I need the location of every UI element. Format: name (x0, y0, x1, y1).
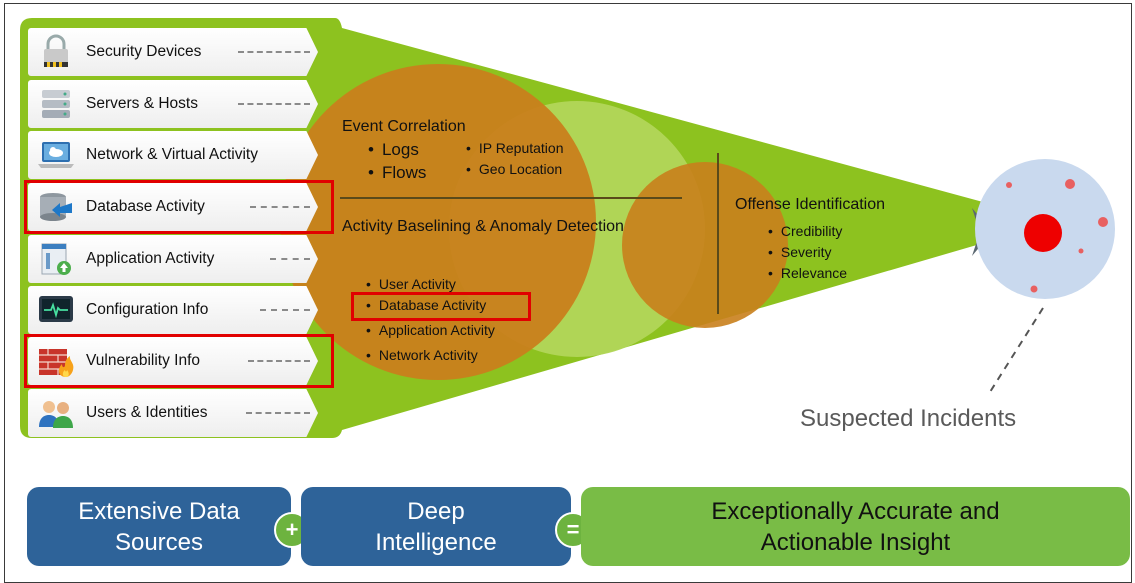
lock-icon (36, 34, 76, 70)
source-row: Servers & Hosts (28, 80, 318, 128)
source-connector-line (270, 258, 310, 260)
source-label: Users & Identities (86, 404, 208, 421)
source-label: Application Activity (86, 250, 215, 267)
incident-dot (1024, 214, 1062, 252)
application-icon (36, 241, 76, 277)
source-row: Application Activity (28, 235, 318, 283)
source-row: Security Devices (28, 28, 318, 76)
source-row: Database Activity (28, 183, 318, 231)
source-highlight-box (24, 180, 334, 234)
baselining-item-application: Application Activity (366, 322, 495, 338)
baselining-title: Activity Baselining & Anomaly Detection (342, 218, 624, 235)
source-connector-line (248, 360, 310, 362)
baselining-item-network: Network Activity (366, 347, 478, 363)
offense-title: Offense Identification (735, 196, 886, 213)
incident-leader-line (989, 307, 1044, 393)
incident-dot (1030, 285, 1038, 293)
term2-line2: Intelligence (375, 528, 497, 556)
source-label: Network & Virtual Activity (86, 146, 258, 163)
baselining-highlight-box (351, 292, 531, 321)
source-row: Vulnerability Info (28, 337, 318, 385)
baselining-item-user: User Activity (366, 276, 456, 292)
incident-dot (1006, 182, 1012, 188)
incidents-label: Suspected Incidents (800, 405, 1017, 432)
cloud-laptop-icon (36, 137, 76, 173)
source-row: Users & Identities (28, 389, 318, 437)
incident-dot (1078, 248, 1084, 254)
source-connector-line (238, 51, 310, 53)
offense-item-relevance: Relevance (768, 265, 847, 281)
source-label: Configuration Info (86, 301, 209, 318)
source-label: Security Devices (86, 43, 202, 60)
source-connector-line (260, 309, 310, 311)
source-label: Database Activity (86, 198, 205, 215)
offense-circle (622, 162, 788, 328)
correlation-title: Event Correlation (342, 118, 466, 135)
correlation-item-flows: Flows (368, 163, 426, 183)
firewall-icon (36, 343, 76, 379)
source-row: Network & Virtual Activity (28, 131, 318, 179)
result-line2: Actionable Insight (760, 528, 951, 556)
baselining-item-database: Database Activity (366, 297, 486, 313)
incident-dot (1098, 217, 1108, 227)
database-icon (36, 189, 76, 225)
source-highlight-box (24, 334, 334, 388)
server-icon (36, 86, 76, 122)
monitor-icon (36, 292, 76, 328)
offense-item-severity: Severity (768, 244, 832, 260)
correlation-item-geo-location: Geo Location (466, 161, 562, 177)
source-connector-line (246, 412, 310, 414)
source-connector-line (238, 103, 310, 105)
correlation-item-logs: Logs (368, 140, 419, 160)
result-line1: Exceptionally Accurate and (711, 497, 1000, 525)
source-label: Servers & Hosts (86, 95, 198, 112)
offense-item-credibility: Credibility (768, 223, 842, 239)
correlation-item-ip-reputation: IP Reputation (466, 140, 564, 156)
term1-line2: Sources (114, 528, 204, 556)
term2-line1: Deep (407, 497, 465, 525)
incident-dot (1065, 179, 1075, 189)
term1-line1: Extensive Data (78, 497, 240, 525)
source-label: Vulnerability Info (86, 352, 201, 369)
source-row: Configuration Info (28, 286, 318, 334)
source-connector-line (250, 206, 310, 208)
users-icon (36, 395, 76, 431)
